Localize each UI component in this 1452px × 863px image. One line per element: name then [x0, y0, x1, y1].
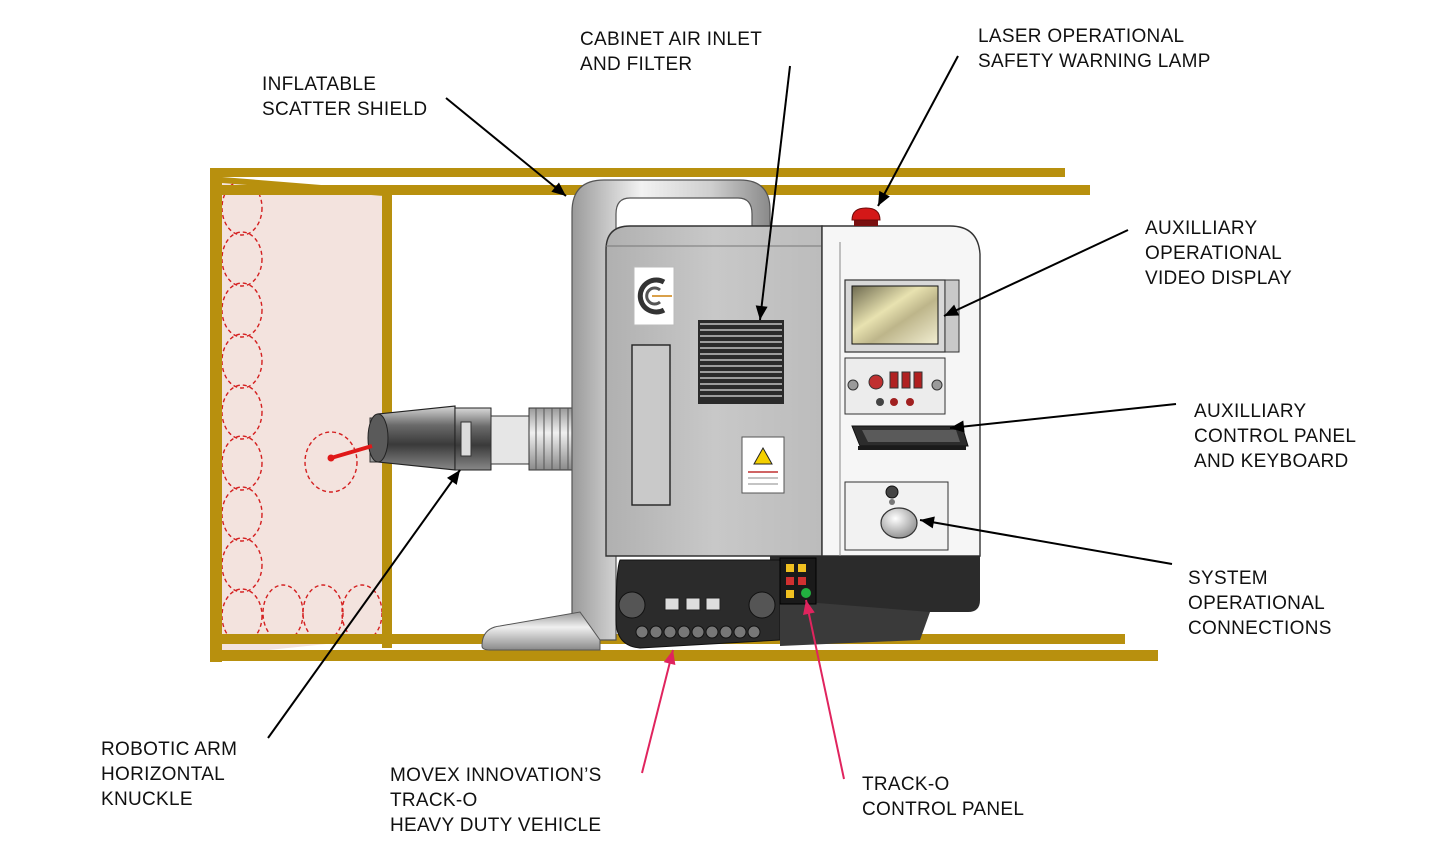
leader-air-inlet-arrowhead — [755, 305, 768, 320]
leader-track-panel-arrowhead — [803, 600, 815, 615]
leader-vehicle — [641, 649, 674, 774]
callout-robotic-arm: ROBOTIC ARM HORIZONTAL KNUCKLE — [101, 737, 237, 812]
leader-robotic-arm-arrowhead — [446, 470, 460, 485]
control-panel-switches — [844, 357, 946, 415]
leader-warning-lamp — [877, 55, 959, 207]
scatter-shield — [220, 180, 384, 655]
label-line: MOVEX INNOVATION’S — [390, 765, 602, 786]
label-line: VIDEO DISPLAY — [1145, 268, 1293, 289]
leader-control-panel — [949, 403, 1177, 429]
track-vehicle — [615, 557, 930, 649]
label-line: AND KEYBOARD — [1194, 451, 1349, 472]
label-line: AUXILLIARY — [1145, 218, 1258, 239]
callout-track-panel: TRACK-O CONTROL PANEL — [862, 772, 1024, 822]
track-wheels — [618, 591, 776, 639]
label-line: LASER OPERATIONAL — [978, 26, 1185, 47]
road-wheel — [719, 625, 733, 639]
label-line: AND FILTER — [580, 54, 693, 75]
shield-interior — [220, 180, 384, 655]
drive-sprocket — [748, 591, 776, 619]
label-line: TRACK-O — [390, 790, 478, 811]
label-line: INFLATABLE — [262, 74, 377, 95]
callout-scatter-shield: INFLATABLE SCATTER SHIELD — [262, 72, 427, 122]
leader-scatter-shield-arrowhead — [551, 182, 566, 196]
access-panel — [631, 344, 671, 506]
label-line: HEAVY DUTY VEHICLE — [390, 815, 602, 836]
label-line: KNUCKLE — [101, 789, 193, 810]
road-wheel — [677, 625, 691, 639]
leader-connections — [919, 519, 1173, 565]
label-line: ROBOTIC ARM — [101, 739, 238, 760]
track-control-panel — [779, 557, 817, 605]
air-inlet-grille — [698, 320, 784, 404]
leader-air-inlet — [759, 65, 791, 321]
label-line: CABINET AIR INLET — [580, 29, 763, 50]
laser-lamp-icon — [851, 207, 881, 226]
video-display — [844, 279, 960, 353]
road-wheel — [649, 625, 663, 639]
callout-control-panel: AUXILLIARY CONTROL PANEL AND KEYBOARD — [1194, 399, 1356, 474]
road-wheel — [663, 625, 677, 639]
control-cabinet — [770, 207, 981, 612]
callout-video-display: AUXILLIARY OPERATIONAL VIDEO DISPLAY — [1145, 216, 1292, 291]
callout-leaders — [267, 55, 1177, 780]
callout-warning-lamp: LASER OPERATIONAL SAFETY WARNING LAMP — [978, 24, 1211, 74]
label-line: CONTROL PANEL — [862, 799, 1025, 820]
keyboard-tray — [851, 425, 969, 450]
company-logo-icon — [633, 266, 675, 326]
label-line: CONTROL PANEL — [1194, 426, 1357, 447]
label-line: SCATTER SHIELD — [262, 99, 428, 120]
road-wheel — [705, 625, 719, 639]
callout-air-inlet: CABINET AIR INLET AND FILTER — [580, 27, 762, 77]
leader-video-display — [943, 229, 1129, 317]
leader-warning-lamp-arrowhead — [878, 190, 890, 206]
label-line: SAFETY WARNING LAMP — [978, 51, 1211, 72]
road-wheel — [691, 625, 705, 639]
label-line: AUXILLIARY — [1194, 401, 1307, 422]
leader-scatter-shield — [445, 97, 567, 197]
callout-vehicle: MOVEX INNOVATION’S TRACK-O HEAVY DUTY VE… — [390, 763, 602, 838]
drive-sprocket — [618, 591, 646, 619]
leader-robotic-arm — [267, 469, 461, 739]
leader-control-panel-arrowhead — [950, 420, 965, 433]
leader-connections-arrowhead — [920, 516, 935, 529]
warning-sign-icon — [741, 436, 785, 494]
road-wheel — [635, 625, 649, 639]
robotic-arm — [304, 405, 576, 493]
road-wheel — [747, 625, 761, 639]
label-line: CONNECTIONS — [1188, 618, 1332, 639]
cabinet-body — [605, 225, 823, 557]
leader-track-panel — [805, 599, 845, 780]
leader-video-display-arrowhead — [944, 304, 960, 316]
label-line: HORIZONTAL — [101, 764, 226, 785]
label-line: OPERATIONAL — [1145, 243, 1283, 264]
label-line: OPERATIONAL — [1188, 593, 1326, 614]
label-line: TRACK-O — [862, 774, 950, 795]
connections-panel — [844, 481, 949, 551]
callout-connections: SYSTEM OPERATIONAL CONNECTIONS — [1188, 566, 1332, 641]
leader-vehicle-arrowhead — [663, 650, 676, 666]
road-wheel — [733, 625, 747, 639]
label-line: SYSTEM — [1188, 568, 1268, 589]
frame-rails — [210, 168, 1158, 662]
